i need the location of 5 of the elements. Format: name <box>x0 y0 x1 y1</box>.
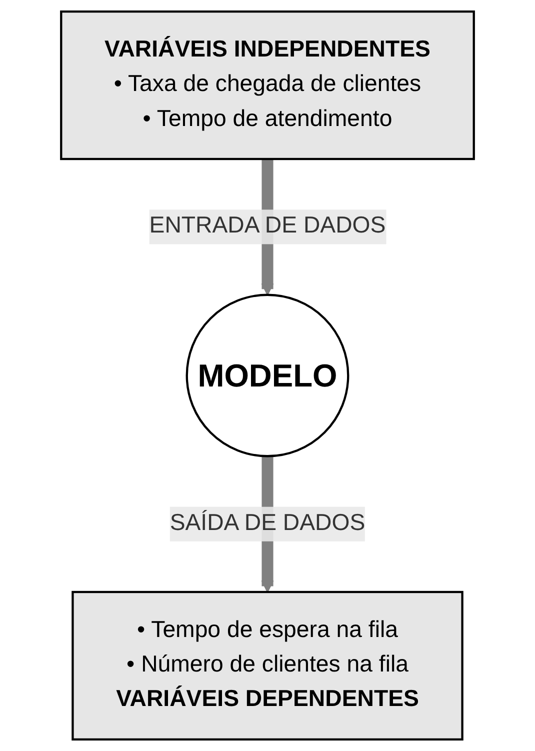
edge-label: SAÍDA DE DADOS <box>170 511 366 536</box>
node-box: VARIÁVEIS INDEPENDENTES • Taxa de chegada de clientes • Tempo de atendimento <box>60 10 475 160</box>
edge-label: ENTRADA DE DADOS <box>149 214 386 238</box>
node-circle: MODELO <box>186 294 350 458</box>
node-box: • Tempo de espera na fila • Número de clientes na fila VARIÁVEIS DEPENDENTES <box>72 590 464 741</box>
